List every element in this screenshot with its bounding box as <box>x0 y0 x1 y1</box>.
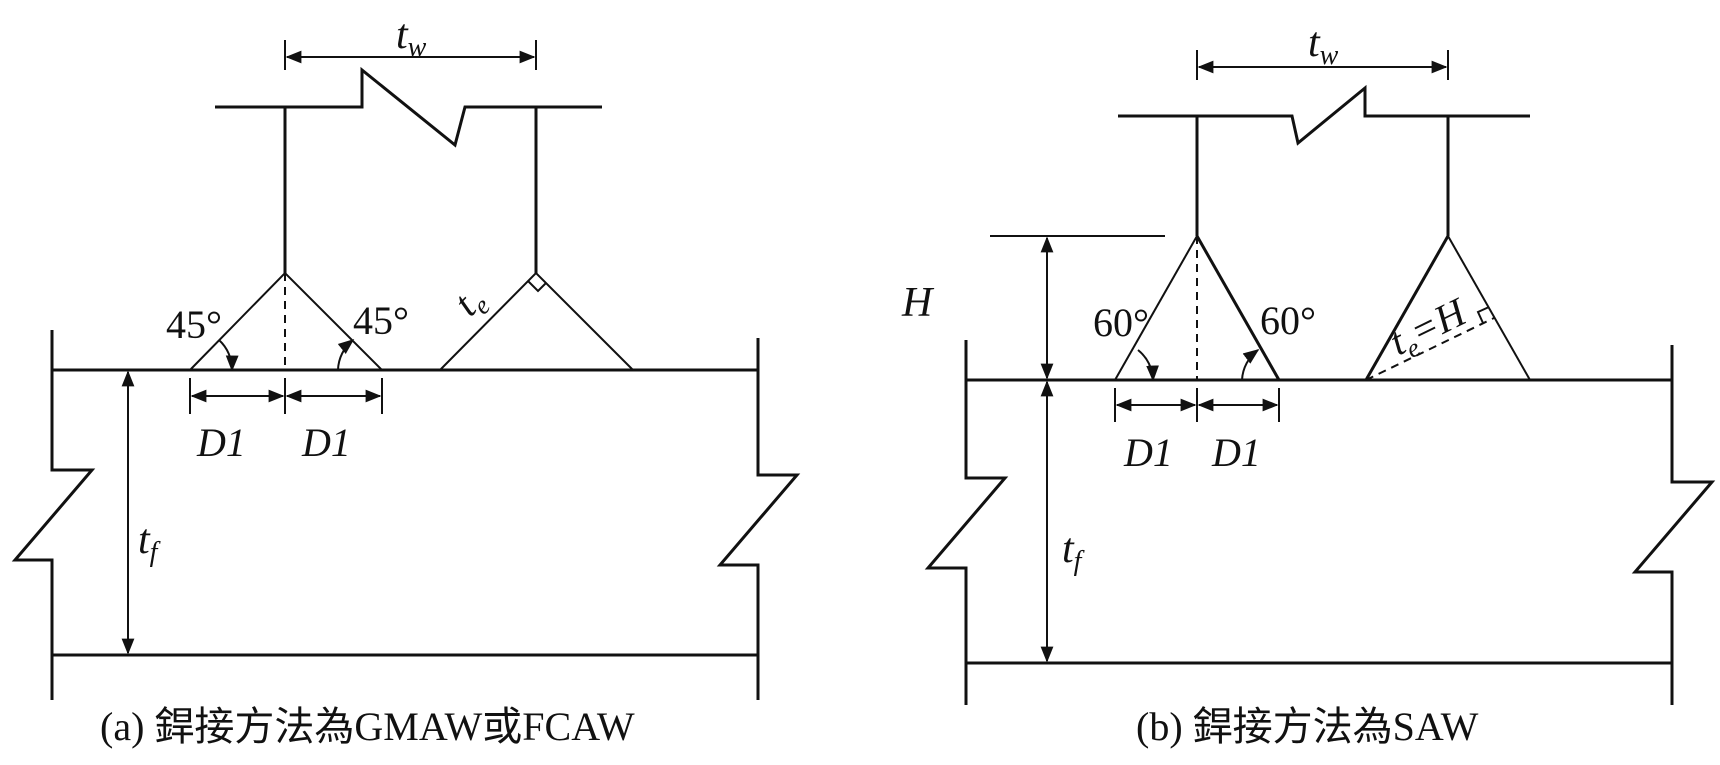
angle-arc-right-a <box>337 339 355 371</box>
d1-label-right-b: D1 <box>1211 430 1261 475</box>
d1-dimension-b: D1 D1 <box>1114 388 1280 475</box>
angle-label-right-a: 45° <box>353 298 409 343</box>
tf-dimension-a: tf <box>121 370 161 655</box>
angle-label-right-b: 60° <box>1260 298 1316 343</box>
h-label-b: H <box>901 280 935 326</box>
tw-dimension-b: tw <box>1196 20 1449 80</box>
tw-label-a: tw <box>396 12 427 63</box>
d1-label-left-a: D1 <box>196 420 246 465</box>
panel-a: tw 45° 45° D1 D1 te <box>11 12 801 749</box>
web-b <box>1118 84 1530 236</box>
tf-label-b: tf <box>1062 526 1085 577</box>
angle-label-left-b: 60° <box>1093 300 1149 345</box>
angle-label-left-a: 45° <box>166 302 222 347</box>
angle-arc-left-a <box>218 339 239 372</box>
caption-b: (b) 銲接方法為SAW <box>1136 704 1479 749</box>
right-weld-a: te <box>439 271 634 371</box>
tf-dimension-b: tf <box>1040 380 1085 663</box>
angle-arc-right-b <box>1241 349 1260 381</box>
tf-label-a: tf <box>138 517 161 568</box>
left-weld-b: 60° 60° <box>1093 235 1316 382</box>
caption-a: (a) 銲接方法為GMAW或FCAW <box>100 704 635 749</box>
tw-label-b: tw <box>1308 20 1339 71</box>
angle-arc-left-b <box>1137 349 1159 382</box>
flange-plate-a <box>11 330 801 700</box>
flange-plate-b <box>924 340 1716 705</box>
h-dimension-b: H <box>901 235 1165 380</box>
web-a <box>215 66 602 273</box>
right-weld-b: te=H <box>1364 235 1531 381</box>
d1-label-left-b: D1 <box>1123 430 1173 475</box>
d1-label-right-a: D1 <box>301 420 351 465</box>
left-weld-a: 45° 45° <box>166 271 409 372</box>
te-label-b: te=H <box>1382 288 1476 368</box>
d1-dimension-a: D1 D1 <box>189 378 383 465</box>
panel-b: tw H 60° 60° D1 D1 <box>901 20 1716 749</box>
tw-dimension-a: tw <box>284 12 537 70</box>
